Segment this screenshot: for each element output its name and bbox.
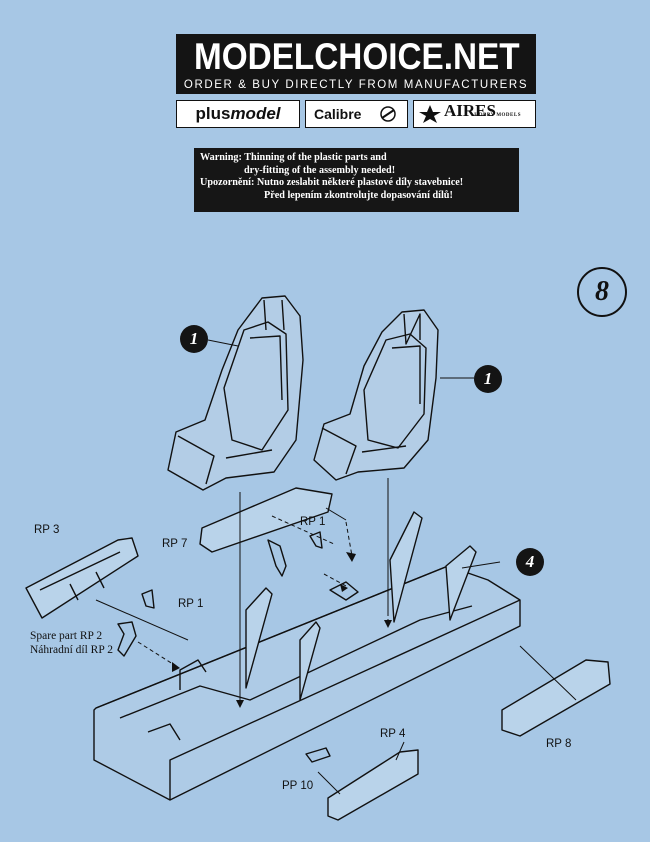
rp4-panel — [327, 749, 419, 821]
calibre-logo-text: Calibre — [314, 106, 362, 122]
rp1-lever-left — [141, 589, 155, 609]
warning-line-1: Warning: Thinning of the plastic parts a… — [200, 152, 387, 163]
panel-right-2 — [445, 545, 477, 621]
aires-star-icon — [419, 105, 441, 123]
aires-logo-text: AIRES — [444, 101, 496, 120]
aires-logo: AIRES HOBBY MODELS — [413, 100, 536, 128]
rp8-panel — [501, 659, 611, 737]
rp7-panel — [199, 487, 333, 553]
label-rp3: RP 3 — [34, 524, 60, 536]
rp3-panel — [25, 537, 139, 619]
panel-right — [389, 511, 423, 623]
label-rp4: RP 4 — [380, 728, 406, 740]
callout-panels: 4 — [516, 548, 544, 576]
callout-seat-left: 1 — [180, 325, 208, 353]
modelchoice-banner[interactable]: MODELCHOICE.NET ORDER & BUY DIRECTLY FRO… — [176, 34, 536, 94]
label-spare-part-line2: Náhradní díl RP 2 — [30, 644, 113, 656]
label-spare-part-line1: Spare part RP 2 — [30, 630, 103, 642]
label-pp10: PP 10 — [282, 780, 314, 792]
ejection-seat-right — [313, 309, 439, 481]
panel-left-2 — [299, 621, 321, 701]
warning-line-3: Upozornění: Nutno zeslabit některé plast… — [200, 177, 464, 189]
aires-logo-subtext: HOBBY MODELS — [474, 113, 521, 118]
stick-handle — [267, 539, 287, 577]
page-number: 8 — [577, 267, 627, 317]
plusmodel-logo: plusmodel — [176, 100, 300, 128]
ejection-seat-left — [167, 295, 304, 491]
callout-seat-right: 1 — [474, 365, 502, 393]
warning-box: Warning: Thinning of the plastic parts a… — [194, 148, 519, 212]
rp2-spare-handle — [117, 621, 137, 657]
panel-left — [245, 587, 273, 689]
banner-title: MODELCHOICE.NET — [194, 36, 520, 77]
label-rp8: RP 8 — [546, 738, 572, 750]
label-rp1-top: RP 1 — [300, 516, 326, 528]
pp10-part — [305, 747, 331, 763]
calibre-emblem-icon — [380, 106, 396, 122]
warning-line-2: dry-fitting of the assembly needed! — [244, 164, 396, 176]
warning-line-4: Před lepením zkontrolujte dopasování díl… — [264, 189, 453, 201]
label-rp7: RP 7 — [162, 538, 188, 550]
label-rp1-left: RP 1 — [178, 598, 204, 610]
rp1-lever-top — [309, 531, 323, 549]
plusmodel-logo-part1: plus — [195, 104, 231, 123]
plusmodel-logo-part2: model — [230, 104, 281, 123]
banner-subtitle: ORDER & BUY DIRECTLY FROM MANUFACTURERS — [183, 79, 529, 91]
calibre-logo: Calibre — [305, 100, 408, 128]
